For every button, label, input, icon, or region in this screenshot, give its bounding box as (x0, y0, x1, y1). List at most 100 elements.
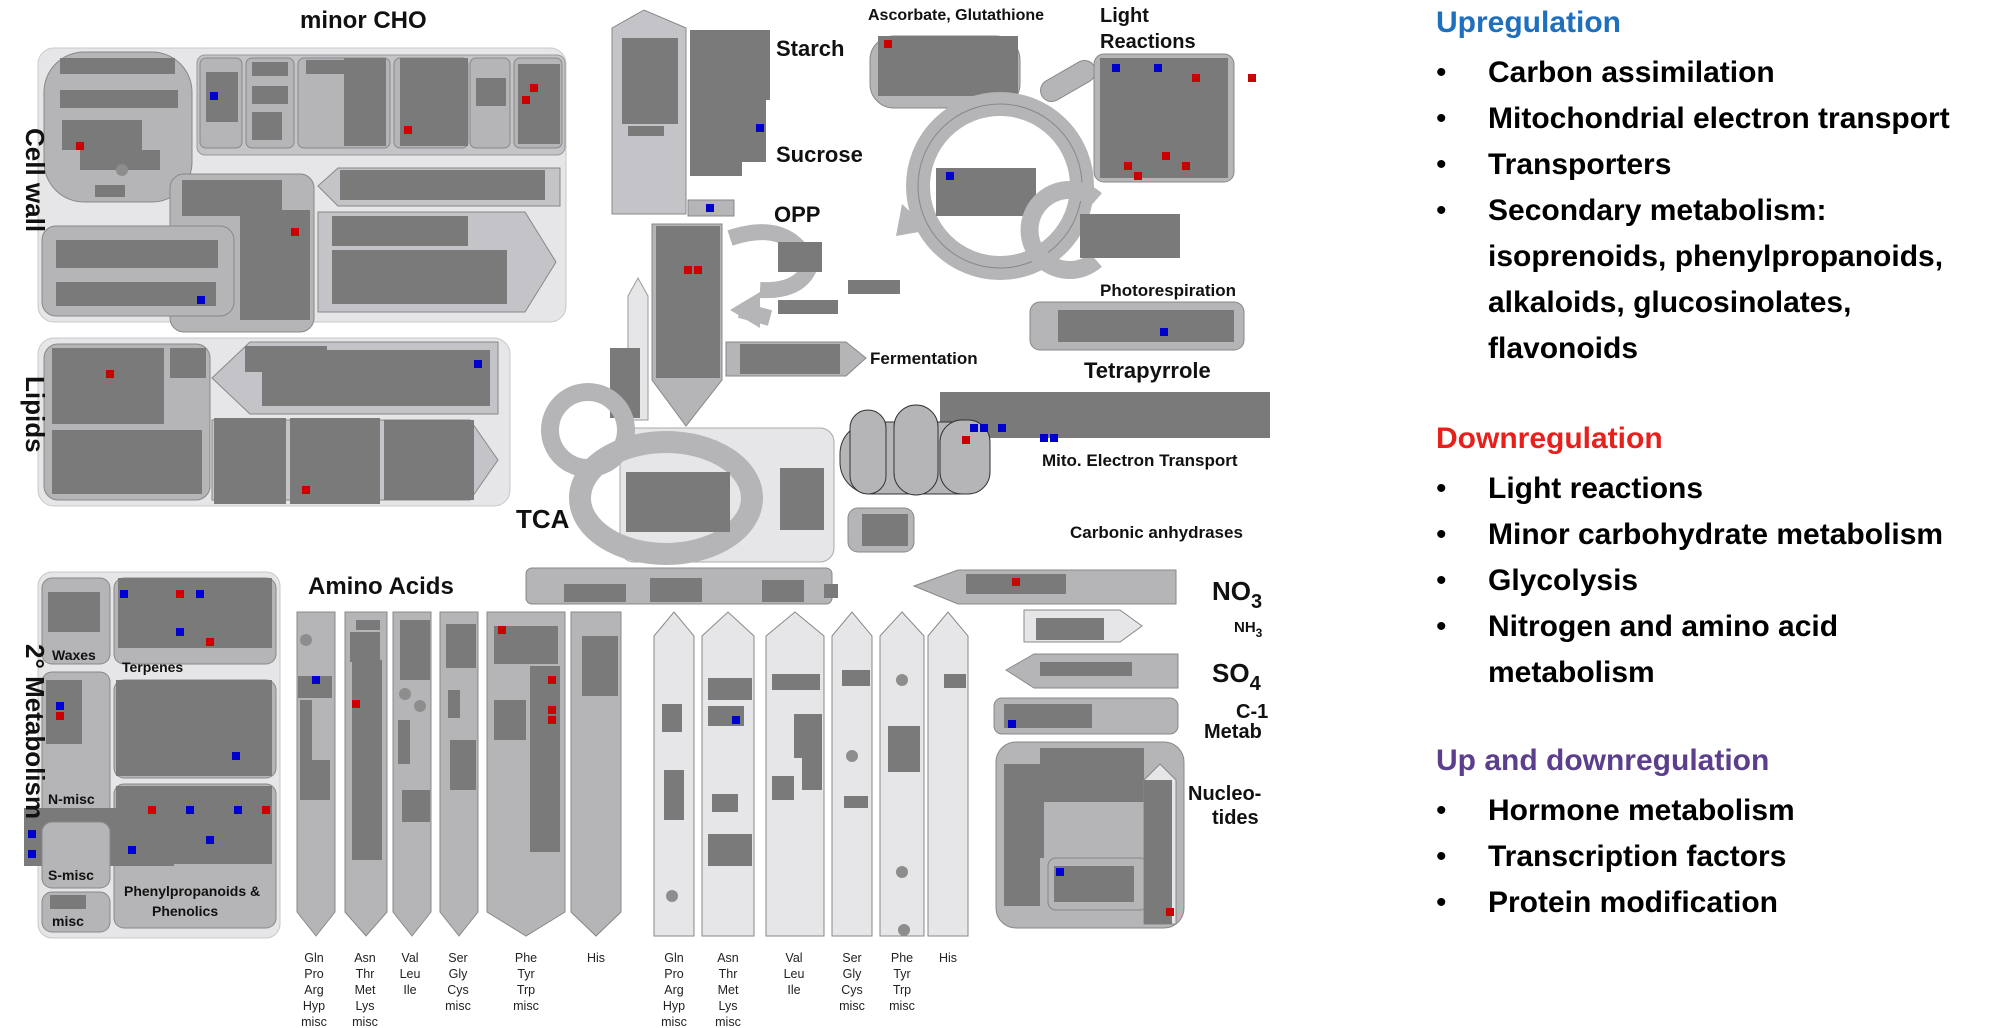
label-amino-acids: Amino Acids (308, 573, 454, 600)
label-secondary-metabolism: 2° Metabolism (20, 644, 50, 819)
upregulated-marker (1134, 172, 1142, 180)
upregulation-item: flavonoids (1436, 326, 1950, 372)
nutrient-block (525, 567, 1185, 929)
amino-acid-label: Arg (664, 983, 684, 997)
amino-acid-label: His (587, 951, 605, 965)
upregulated-marker (1248, 74, 1256, 82)
label-nucleotides-2: tides (1212, 807, 1259, 829)
downregulated-marker (232, 752, 240, 760)
downregulated-marker (234, 806, 242, 814)
amino-acid-label: Leu (400, 967, 421, 981)
updown-item-text: Protein modification (1488, 886, 1779, 919)
label-opp: OPP (774, 202, 820, 227)
upregulated-marker (522, 96, 530, 104)
amino-acid-degradation-arrows (653, 611, 969, 937)
bullet-icon: • (1436, 472, 1447, 505)
amino-acid-label: Cys (841, 983, 863, 997)
central-carbon-block (610, 9, 900, 427)
downregulation-item: •Light reactions (1436, 466, 1943, 512)
amino-acid-label: Ile (403, 983, 416, 997)
upregulation-item-text: alkaloids, glucosinolates, (1488, 286, 1852, 319)
amino-acid-label: Tyr (517, 967, 534, 981)
regulation-summary-panel: Upregulation •Carbon assimilation•Mitoch… (1432, 0, 2008, 1028)
upregulated-marker (176, 590, 184, 598)
label-terpenes: Terpenes (122, 659, 183, 675)
amino-acid-synthesis-arrows (296, 611, 622, 937)
upregulated-marker (1012, 578, 1020, 586)
amino-acid-label: Thr (356, 967, 375, 981)
label-tca: TCA (516, 504, 570, 534)
upregulated-marker (498, 626, 506, 634)
upregulation-item-text: flavonoids (1488, 332, 1639, 365)
label-n-misc: N-misc (48, 791, 95, 807)
label-light-reactions-2: Reactions (1100, 31, 1196, 53)
downregulated-marker (1050, 434, 1058, 442)
amino-acid-label: Gly (449, 967, 469, 981)
updown-item-text: Transcription factors (1488, 840, 1787, 873)
upregulation-item-text: Mitochondrial electron transport (1488, 102, 1950, 135)
cell-wall-block (37, 47, 567, 333)
downregulated-marker (1160, 328, 1168, 336)
downregulation-item-text: Glycolysis (1488, 564, 1639, 597)
label-s-misc: S-misc (48, 867, 94, 883)
downregulated-marker (970, 424, 978, 432)
amino-acid-label: misc (839, 999, 865, 1013)
amino-acid-label: Leu (784, 967, 805, 981)
downregulated-marker (1040, 434, 1048, 442)
amino-acid-label: Lys (719, 999, 738, 1013)
amino-acid-label: Met (355, 983, 376, 997)
amino-acid-label: Gln (664, 951, 684, 965)
amino-acid-label: Trp (893, 983, 911, 997)
upregulated-marker (404, 126, 412, 134)
amino-acid-label: Hyp (663, 999, 685, 1013)
downregulated-marker (186, 806, 194, 814)
label-c1-metab-2: Metab (1204, 721, 1262, 743)
amino-acid-label: Phe (891, 951, 913, 965)
amino-acid-label: Thr (719, 967, 738, 981)
label-nh3: NH3 (1234, 619, 1263, 640)
upregulation-item: •Transporters (1436, 142, 1950, 188)
label-starch: Starch (776, 36, 844, 61)
amino-acid-group-labels: GlnProArgHypmiscAsnThrMetLysmiscValLeuIl… (301, 951, 957, 1028)
amino-acid-label: Arg (304, 983, 324, 997)
downregulation-item: •Nitrogen and amino acid (1436, 604, 1943, 650)
lipids-block (37, 337, 511, 507)
downregulation-item: •Minor carbohydrate metabolism (1436, 512, 1943, 558)
upregulation-item-text: isoprenoids, phenylpropanoids, (1488, 240, 1944, 273)
tca-mito-block (541, 383, 1270, 565)
amino-acid-label: misc (445, 999, 471, 1013)
secondary-metabolism-block (24, 571, 281, 939)
upregulated-marker (1192, 74, 1200, 82)
upregulated-marker (148, 806, 156, 814)
label-photorespiration: Photorespiration (1100, 281, 1236, 300)
label-sucrose: Sucrose (776, 142, 863, 167)
upregulation-list: • Carbon assimilation • Mitochondrial elect… (1436, 50, 1950, 372)
downregulated-marker (998, 424, 1006, 432)
up-and-downregulation-list: •Hormone metabolism•Transcription factor… (1436, 788, 1795, 926)
downregulated-marker (312, 676, 320, 684)
downregulated-marker (946, 172, 954, 180)
upregulation-item-text: Carbon assimilation (1488, 56, 1775, 89)
downregulated-marker (1112, 64, 1120, 72)
downregulated-marker (210, 92, 218, 100)
amino-acid-label: misc (301, 1015, 327, 1028)
upregulation-item: •Secondary metabolism: (1436, 188, 1950, 234)
label-c1-metab-1: C-1 (1236, 701, 1268, 723)
upregulated-marker (548, 676, 556, 684)
bullet-icon: • (1436, 102, 1447, 135)
upregulated-marker (694, 266, 702, 274)
downregulated-marker (732, 716, 740, 724)
amino-acid-label: Trp (517, 983, 535, 997)
upregulation-item-text: Secondary metabolism: (1488, 194, 1827, 227)
updown-item: •Protein modification (1436, 880, 1795, 926)
downregulated-marker (756, 124, 764, 132)
bullet-icon: • (1436, 148, 1447, 181)
downregulated-marker (706, 204, 714, 212)
upregulated-marker (1162, 152, 1170, 160)
upregulation-item: alkaloids, glucosinolates, (1436, 280, 1950, 326)
redox-photosynthesis-block (869, 35, 1245, 351)
amino-acid-label: Cys (447, 983, 469, 997)
amino-acid-label: Asn (354, 951, 376, 965)
upregulated-marker (302, 486, 310, 494)
label-no3: NO3 (1212, 576, 1262, 613)
